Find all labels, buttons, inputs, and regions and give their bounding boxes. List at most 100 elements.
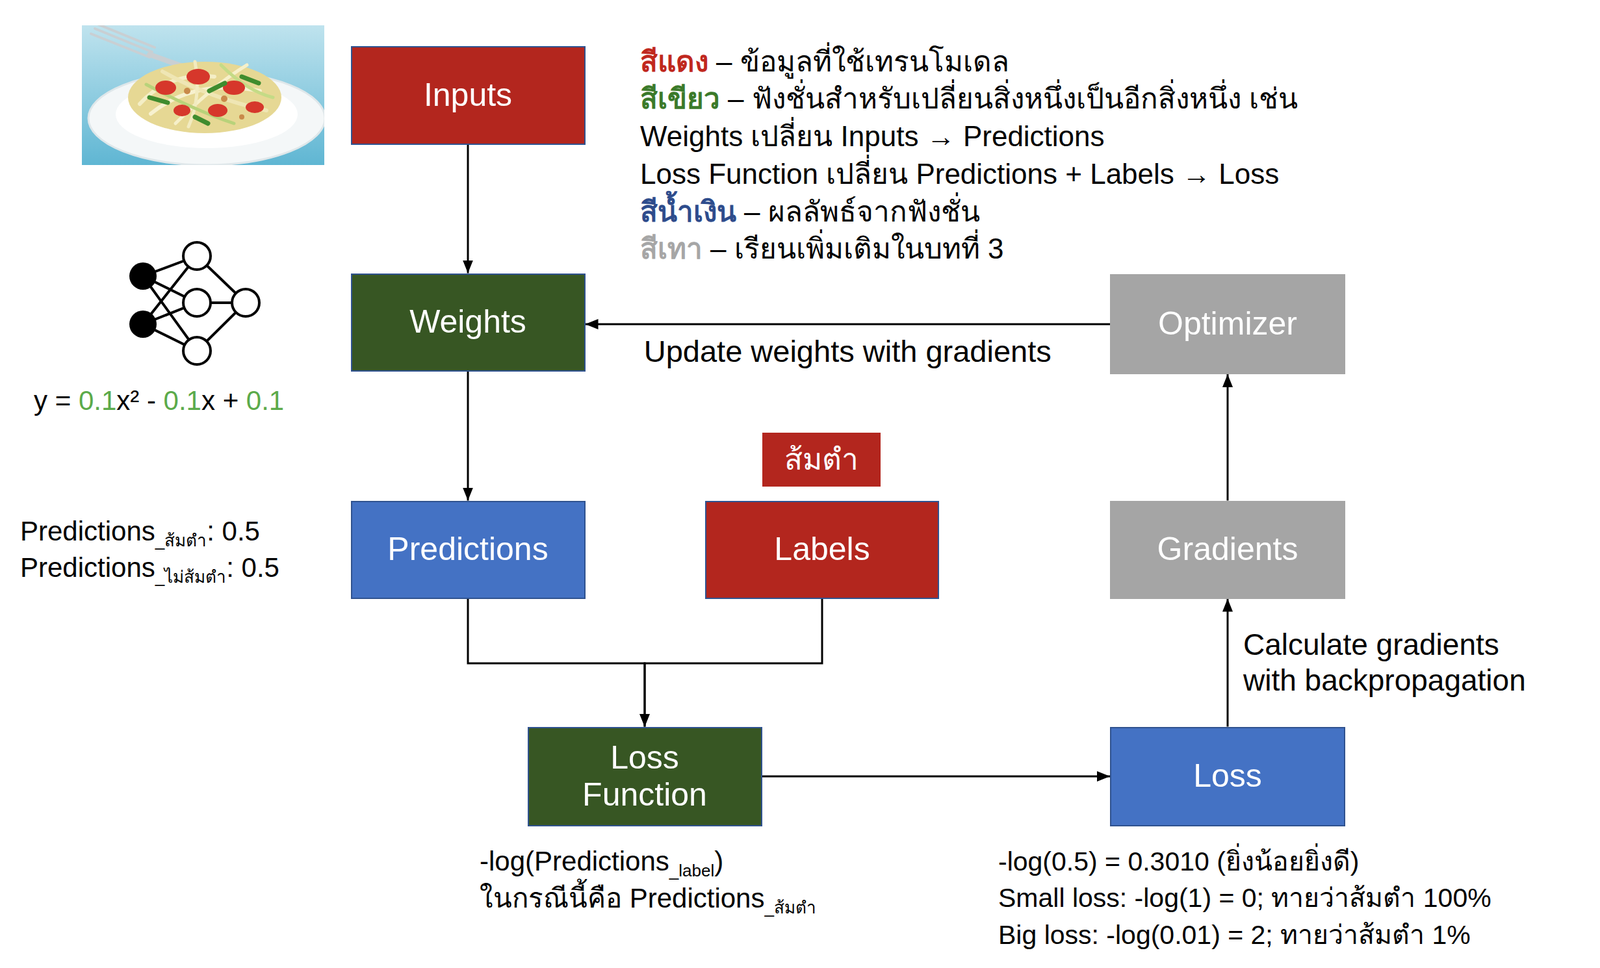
coefficient: 0.1 bbox=[163, 385, 202, 416]
text-run: – ผลลัพธ์จากฟังชั่น bbox=[744, 195, 981, 228]
function-box: Weights bbox=[350, 273, 586, 372]
node-text: Loss Function bbox=[563, 739, 726, 815]
prediction-note: Predictions_ส้มตำ: 0.5 bbox=[20, 514, 260, 552]
text-run: สีเทา bbox=[640, 232, 703, 265]
legend-key: สีแดง bbox=[640, 43, 709, 80]
text-run: Big loss: -log(0.01) = 2; ทายว่าส้มตำ 1% bbox=[998, 920, 1471, 951]
node-text: Labels bbox=[774, 530, 870, 569]
edge-label: Update weights with gradients bbox=[641, 333, 1055, 370]
fork-tine bbox=[98, 25, 155, 48]
label-tag: ส้มตำ bbox=[762, 432, 881, 487]
function-box: Loss Function bbox=[527, 727, 763, 827]
flow-arrow bbox=[644, 599, 823, 728]
data-box: Inputs bbox=[350, 46, 586, 145]
node-text: Optimizer bbox=[1158, 305, 1298, 344]
loss-note: Small loss: -log(1) = 0; ทายว่าส้มตำ 100… bbox=[998, 881, 1492, 916]
subscript: _ส้มตำ bbox=[155, 530, 207, 551]
fork-tine bbox=[94, 28, 153, 52]
later-topic-box: Optimizer bbox=[1109, 274, 1346, 375]
tomato bbox=[173, 104, 191, 117]
text-run: -log(0.5) = 0.3010 (ยิ่งน้อยยิ่งดี) bbox=[998, 846, 1360, 877]
node-text: Weights bbox=[409, 303, 527, 342]
input-neuron bbox=[129, 262, 157, 290]
text-run: x² - bbox=[116, 385, 164, 416]
hidden-neuron bbox=[183, 289, 211, 317]
text-run: Predictions bbox=[20, 516, 156, 547]
output-neuron bbox=[232, 289, 260, 317]
bean bbox=[194, 116, 208, 124]
hidden-neuron bbox=[183, 337, 211, 365]
tomato bbox=[245, 101, 264, 114]
text-run: y = bbox=[33, 385, 79, 416]
text-run: Weights เปลี่ยน Inputs → Predictions bbox=[640, 120, 1105, 153]
prediction-note: Predictions_ไม่ส้มตำ: 0.5 bbox=[20, 551, 280, 589]
food-photo bbox=[81, 25, 325, 166]
legend-text: Loss Function เปลี่ยน Predictions + Labe… bbox=[640, 155, 1279, 192]
text-run: – ข้อมูลที่ใช้เทรนโมเดล bbox=[716, 45, 1010, 78]
coefficient: 0.1 bbox=[78, 385, 117, 416]
formula-note: ในกรณีนี้คือ Predictions_ส้มตำ bbox=[479, 881, 817, 919]
text-run: สีเขียว bbox=[640, 82, 721, 115]
flow-arrow bbox=[467, 599, 645, 728]
subscript: _ส้มตำ bbox=[764, 898, 816, 918]
flow-arrow bbox=[1226, 599, 1229, 728]
node-text: Inputs bbox=[423, 76, 513, 115]
flow-arrow bbox=[467, 144, 470, 274]
beans bbox=[149, 76, 259, 124]
text-run: Loss Function เปลี่ยน Predictions + Labe… bbox=[640, 157, 1279, 190]
legend-text: – ฟังชั่นสำหรับเปลี่ยนสิ่งหนึ่งเป็นอีกสิ… bbox=[727, 80, 1298, 117]
loss-note: Big loss: -log(0.01) = 2; ทายว่าส้มตำ 1% bbox=[998, 918, 1471, 953]
formula-note: -log(Predictions_label) bbox=[479, 844, 724, 882]
node-text: Loss bbox=[1193, 757, 1263, 796]
legend-key: สีเขียว bbox=[640, 80, 721, 117]
papaya-strands bbox=[139, 61, 273, 127]
text-run: Small loss: -log(1) = 0; ทายว่าส้มตำ 100… bbox=[998, 883, 1492, 914]
text-run: : 0.5 bbox=[206, 516, 260, 547]
peanut bbox=[239, 114, 245, 120]
legend-text: – ข้อมูลที่ใช้เทรนโมเดล bbox=[716, 43, 1010, 80]
flow-arrow bbox=[467, 371, 470, 502]
legend-text: – เรียนเพิ่มเติมในบทที่ 3 bbox=[710, 230, 1004, 267]
edge-label: Calculate gradients with backpropagation bbox=[1240, 627, 1542, 699]
text-run: สีแดง bbox=[640, 45, 709, 78]
text-run: – ฟังชั่นสำหรับเปลี่ยนสิ่งหนึ่งเป็นอีกสิ… bbox=[727, 82, 1298, 115]
text-run: -log(Predictions bbox=[479, 846, 670, 877]
flow-arrow bbox=[1226, 374, 1229, 502]
subscript: _label bbox=[669, 861, 715, 881]
flow-arrow bbox=[762, 775, 1111, 778]
tomato bbox=[155, 80, 177, 95]
tomatoes bbox=[155, 68, 264, 117]
result-box: Loss bbox=[1109, 727, 1346, 827]
flow-arrow bbox=[585, 323, 1111, 326]
text-run: ) bbox=[714, 846, 724, 877]
text-run: : 0.5 bbox=[226, 552, 280, 583]
loss-note: -log(0.5) = 0.3010 (ยิ่งน้อยยิ่งดี) bbox=[998, 845, 1360, 879]
fork bbox=[90, 25, 189, 69]
equation: y = 0.1x² - 0.1x + 0.1 bbox=[33, 384, 284, 419]
salad-mound bbox=[128, 61, 282, 134]
legend-key: สีน้ำเงิน bbox=[640, 193, 737, 230]
photo-background bbox=[81, 25, 325, 166]
input-neuron bbox=[129, 310, 157, 338]
connector-group bbox=[467, 144, 1228, 777]
result-box: Predictions bbox=[350, 501, 586, 600]
hidden-neuron bbox=[183, 242, 211, 270]
legend-text: – ผลลัพธ์จากฟังชั่น bbox=[744, 193, 981, 230]
text-run: Predictions bbox=[20, 552, 156, 583]
node-text: ส้มตำ bbox=[784, 442, 859, 478]
neural-network-icon bbox=[129, 242, 260, 365]
node-text: Predictions bbox=[387, 530, 548, 569]
strand bbox=[220, 64, 273, 98]
legend-key: สีเทา bbox=[640, 230, 703, 267]
bean bbox=[149, 97, 168, 103]
fork-tine bbox=[90, 33, 150, 58]
data-box: Labels bbox=[705, 501, 940, 600]
tomato bbox=[207, 103, 228, 117]
peanuts bbox=[183, 87, 245, 120]
legend-text: Weights เปลี่ยน Inputs → Predictions bbox=[640, 118, 1105, 155]
text-run: ในกรณีนี้คือ Predictions bbox=[479, 883, 765, 914]
later-topic-box: Gradients bbox=[1109, 501, 1346, 600]
peanut bbox=[183, 87, 191, 95]
tomato bbox=[186, 68, 210, 85]
